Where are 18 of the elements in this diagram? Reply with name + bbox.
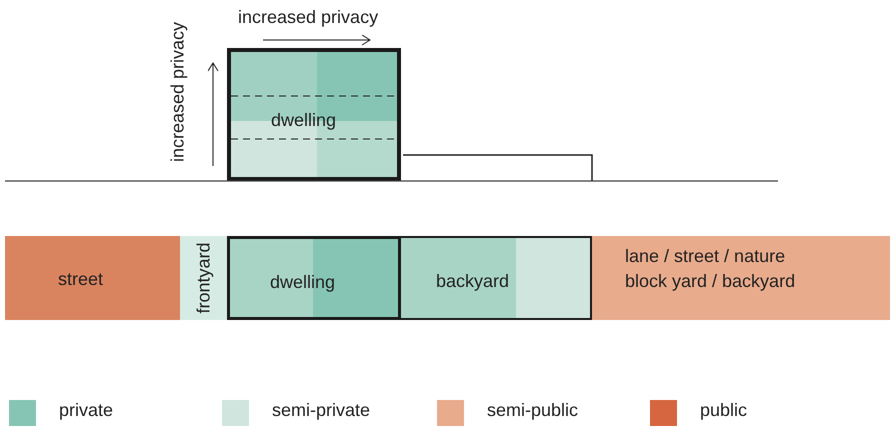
legend-label: private [59, 400, 114, 421]
axis-label: increased privacy [168, 22, 188, 162]
zone-label: frontyard [193, 242, 214, 314]
dwelling-label: dwelling [271, 110, 336, 131]
street-zone [5, 236, 180, 320]
backyard-zone [401, 236, 592, 320]
zone-label: backyard [436, 271, 510, 292]
legend-label: semi-private [272, 400, 370, 421]
legend-label: public [700, 400, 748, 421]
axis-label: increased privacy [238, 7, 378, 28]
legend-label: semi-public [487, 400, 578, 421]
dwelling-plan [227, 236, 401, 320]
zone-label: street [58, 269, 104, 290]
dwelling-label: dwelling [270, 272, 336, 293]
lane-zone [592, 236, 890, 320]
zone-label: lane / street / nature block yard / backyard [625, 245, 796, 293]
dwelling-section [227, 48, 401, 181]
frontyard-zone [180, 236, 227, 320]
